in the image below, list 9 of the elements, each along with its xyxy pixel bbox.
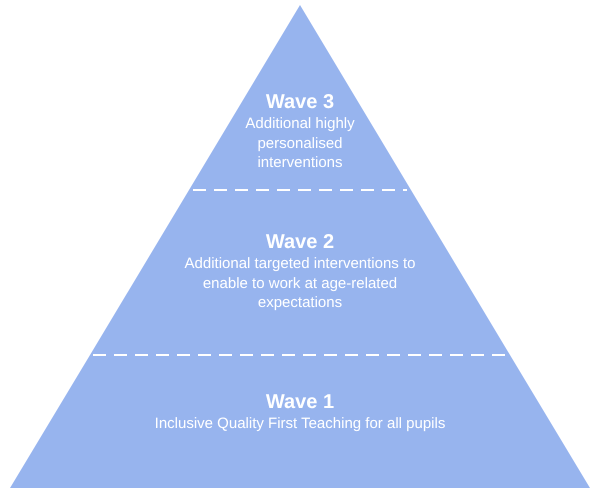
tier-description: Inclusive Quality First Teaching for all pupils [154,414,446,434]
tier-description: Additional highly personalised interventions [244,114,356,172]
tier-heading: Wave 3 [266,90,334,114]
pyramid-base-tier [10,355,590,488]
pyramid-top-tier [189,5,411,190]
tier-heading: Wave 1 [266,390,334,414]
tier-heading: Wave 2 [266,230,334,254]
tier-description: Additional targeted interventions to enable to work at age-related expectations [184,254,416,312]
pyramid-middle-tier [90,190,510,355]
